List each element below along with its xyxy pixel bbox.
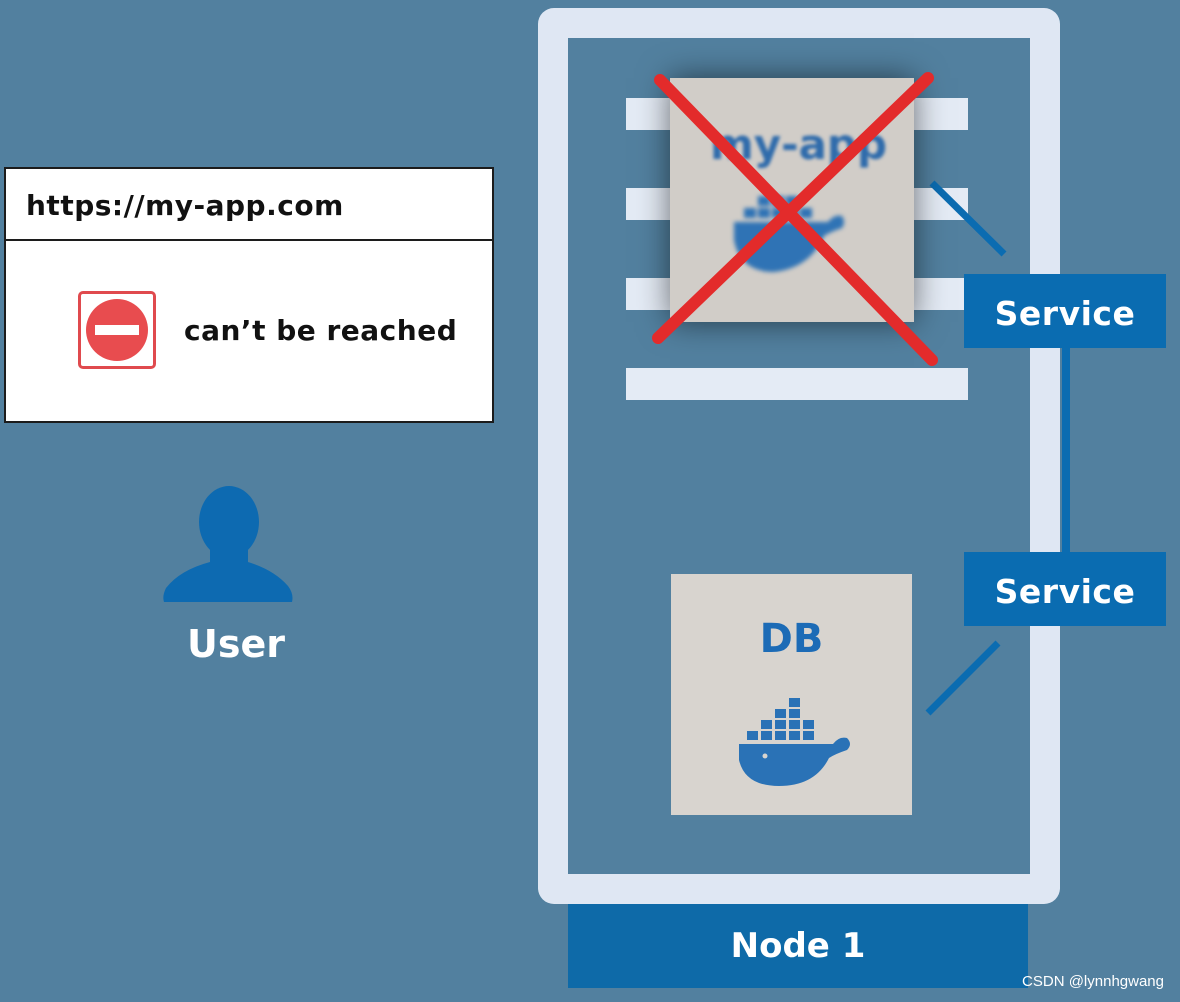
browser-window: https://my-app.com can’t be reached <box>4 167 494 423</box>
user-label: User <box>187 622 285 666</box>
watermark: CSDN @lynnhgwang <box>1022 973 1164 990</box>
url-text: https://my-app.com <box>26 189 344 222</box>
db-pod: DB <box>671 574 912 815</box>
error-message: can’t be reached <box>184 314 458 347</box>
db-label: DB <box>759 616 824 662</box>
cross-out-icon <box>652 72 938 366</box>
node-frame <box>538 8 1060 904</box>
rail <box>626 368 968 400</box>
node-footer: Node 1 <box>568 904 1028 988</box>
service-label: Service <box>994 572 1136 611</box>
user-silhouette-icon <box>163 486 293 602</box>
node-label: Node 1 <box>730 926 866 966</box>
service-box-app: Service <box>964 274 1166 348</box>
docker-whale-icon <box>739 698 850 786</box>
service-label: Service <box>994 294 1136 333</box>
address-bar[interactable]: https://my-app.com <box>6 169 492 241</box>
no-entry-icon <box>78 291 156 369</box>
service-box-db: Service <box>964 552 1166 626</box>
